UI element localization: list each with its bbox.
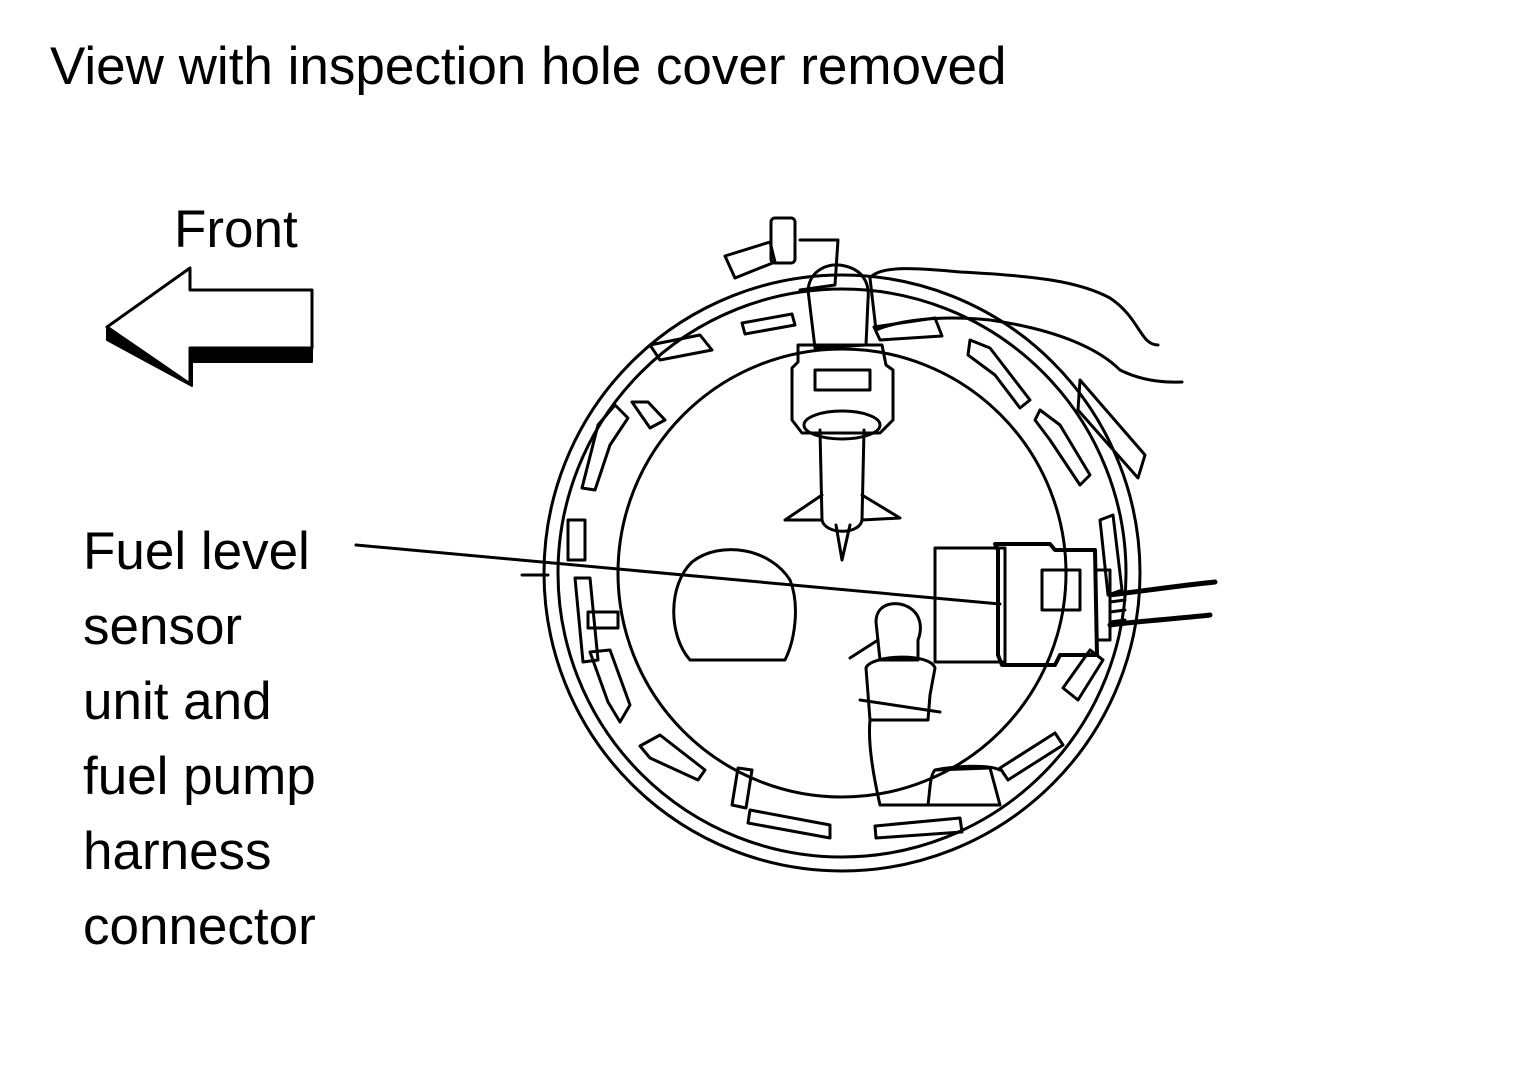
rim-slots (520, 312, 1124, 840)
right-bracket (1076, 378, 1147, 480)
callout-line: sensor (83, 597, 243, 656)
top-tube-assembly (783, 263, 902, 562)
fuel-hose (868, 267, 1184, 384)
callout-leader-line (354, 543, 1002, 606)
callout-label: Fuel level sensor unit and fuel pump har… (83, 514, 316, 964)
harness-connector (933, 542, 1218, 667)
callout-line: unit and (83, 672, 272, 731)
left-arrow-icon (105, 266, 314, 387)
inner-opening (672, 548, 797, 662)
diagram-title: View with inspection hole cover removed (50, 37, 1007, 96)
callout-line: Fuel level (83, 522, 310, 581)
callout-line: fuel pump (83, 747, 316, 806)
front-label: Front (174, 200, 298, 259)
top-tab (723, 216, 840, 292)
callout-line: harness (83, 822, 272, 881)
callout-line: connector (83, 897, 316, 956)
flange-rings (542, 273, 1142, 873)
lower-tube (848, 602, 1002, 807)
